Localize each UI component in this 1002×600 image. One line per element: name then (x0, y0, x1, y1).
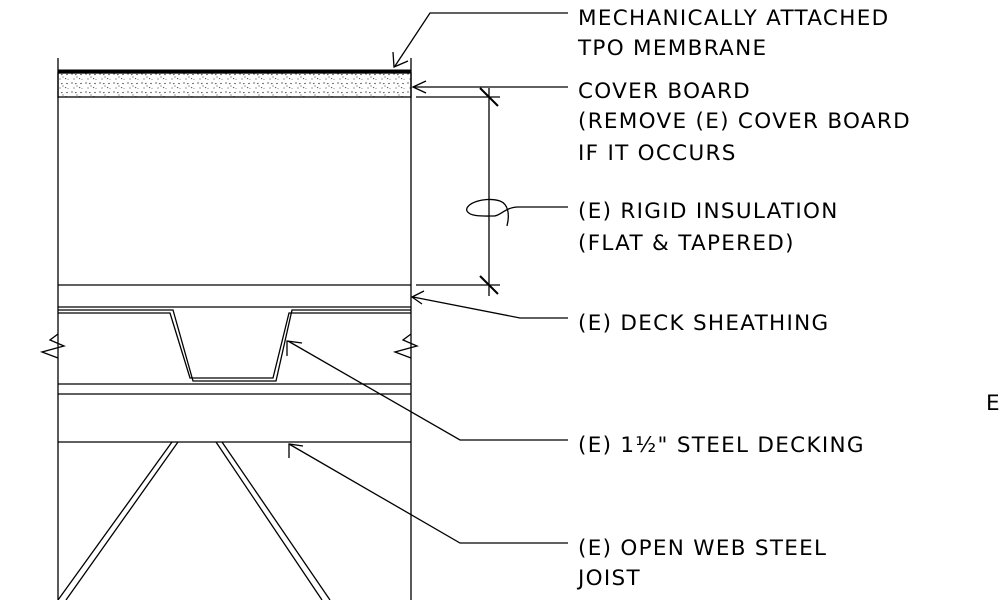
steel-decking-profile-inner (58, 312, 411, 379)
membrane-leader (394, 12, 568, 67)
deck-sheathing-arrowhead (410, 290, 425, 305)
insulation-dimension (416, 87, 568, 296)
steel-decking-profile (58, 309, 411, 382)
dimension-tick-top (479, 87, 499, 107)
steel-decking-arrowhead (286, 340, 303, 356)
steel-decking-leader (287, 340, 568, 441)
membrane-arrowhead (392, 51, 409, 68)
cover-board-arrowhead (411, 80, 427, 94)
joist-arrowhead (288, 443, 304, 458)
cover-board-label-line1: COVER BOARD (578, 79, 751, 104)
insulation-label-line1: (E) RIGID INSULATION (578, 199, 839, 224)
joist-label-line1: (E) OPEN WEB STEEL (578, 536, 827, 561)
deck-sheathing-label: (E) DECK SHEATHING (578, 311, 830, 336)
edge-fragment-label: E (986, 391, 1001, 416)
leaders (286, 12, 568, 544)
insulation-leader (466, 198, 568, 227)
deck-sheathing-leader (412, 296, 568, 319)
break-symbol-left (39, 333, 66, 359)
membrane-label-line1: MECHANICALLY ATTACHED (578, 6, 889, 31)
cover-board-label-line3: IF IT OCCURS (578, 141, 737, 166)
roof-assembly (39, 58, 419, 600)
cover-board (57, 72, 412, 98)
steel-decking-label: (E) 1½" STEEL DECKING (578, 433, 865, 458)
joist-label-line2: JOIST (576, 566, 641, 591)
cover-board-label-line2: (REMOVE (E) COVER BOARD (578, 109, 911, 134)
joist-web-members (57, 441, 331, 600)
dimension-tick-bottom (479, 275, 499, 295)
membrane-label-line2: TPO MEMBRANE (577, 36, 767, 61)
insulation-label-line2: (FLAT & TAPERED) (578, 231, 795, 256)
callout-labels: MECHANICALLY ATTACHED TPO MEMBRANE COVER… (576, 6, 1001, 591)
joist-leader (288, 443, 568, 544)
break-symbol-right (392, 333, 419, 359)
